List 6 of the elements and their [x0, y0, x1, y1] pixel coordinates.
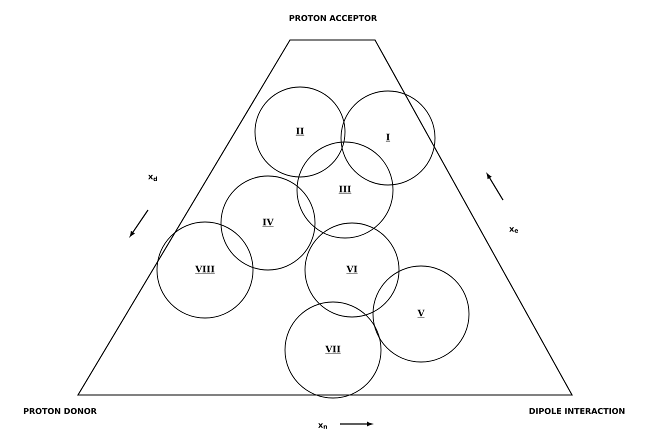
axis-label: x$_{e}$: [509, 227, 518, 233]
corner-label: PROTON ACCEPTOR: [290, 14, 377, 22]
axis-label: x$_{n}$: [318, 423, 327, 429]
corner-label: PROTON DONOR: [24, 408, 97, 414]
axis-label: x$_{d}$: [148, 174, 157, 182]
corner-label: DIPOLE INTERACTION: [530, 408, 624, 414]
